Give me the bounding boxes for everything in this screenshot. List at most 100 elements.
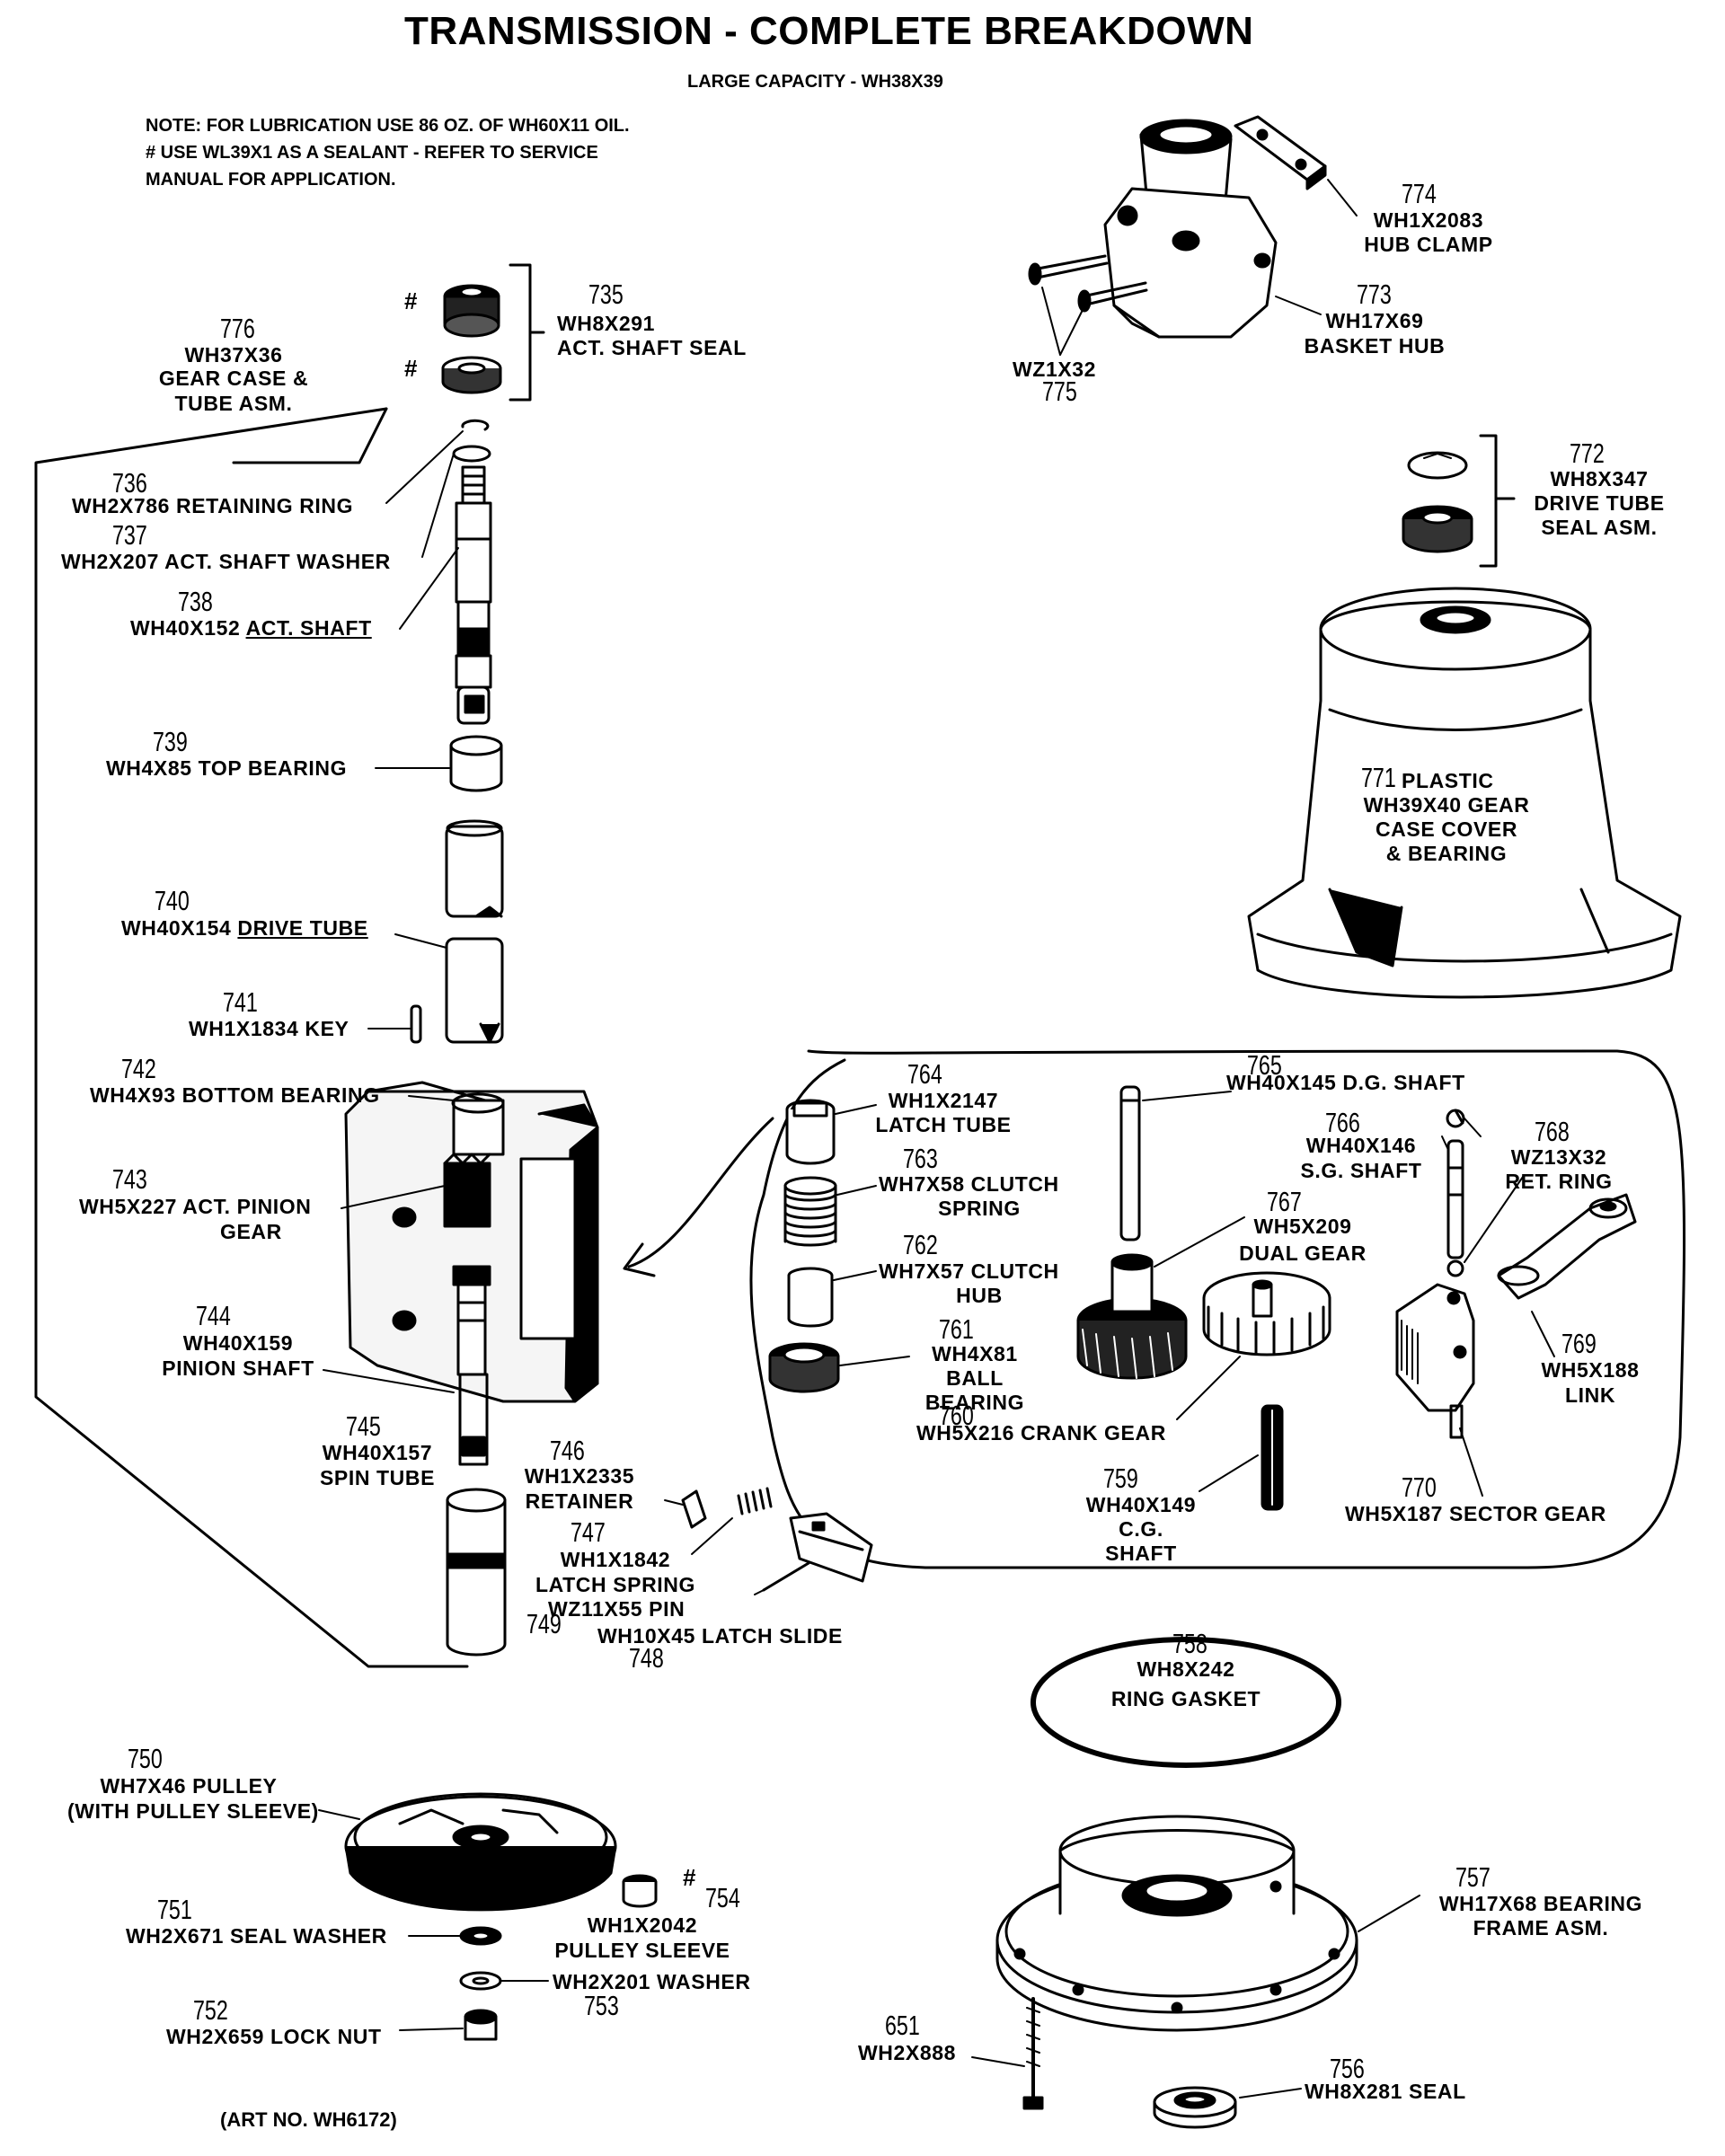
screw-651-part [1022, 1997, 1044, 2110]
callout-738-label: WH40X152 ACT. SHAFT [130, 616, 372, 641]
callout-764-label: LATCH TUBE [875, 1113, 1012, 1136]
sector-gear-part [1395, 1283, 1475, 1439]
callout-745-label: WH40X157 [322, 1441, 433, 1464]
page-subtitle: LARGE CAPACITY - WH38X39 [687, 72, 943, 92]
callout-766-number: 766 [1325, 1107, 1360, 1138]
callout-737-number: 737 [112, 519, 147, 551]
callout-651-label: WH2X888 [858, 2041, 957, 2064]
link-part [1497, 1193, 1637, 1300]
gear-case-group-outline [34, 407, 469, 1668]
callout-741-number: 741 [223, 986, 258, 1018]
callout-757-label: WH17X68 BEARING [1438, 1892, 1643, 1915]
callout-740-label: WH40X154 DRIVE TUBE [121, 916, 368, 941]
callout-759-number: 759 [1103, 1462, 1138, 1494]
crank-gear-part [1202, 1271, 1331, 1356]
note-line-1: NOTE: FOR LUBRICATION USE 86 OZ. OF WH60… [146, 116, 630, 136]
callout-769-number: 769 [1561, 1328, 1597, 1359]
retaining-ring-part [461, 419, 490, 431]
act-shaft-washer-part [452, 445, 491, 463]
callout-747-label: LATCH SPRING [535, 1573, 695, 1596]
callout-772-label: SEAL ASM. [1541, 516, 1658, 539]
callout-752-label: WH2X659 LOCK NUT [166, 2025, 382, 2048]
callout-749-label: WZ11X55 PIN [548, 1597, 686, 1621]
act-shaft-seal-part [441, 284, 502, 394]
basket-hub-part [1103, 119, 1278, 339]
callout-758-label: WH8X242 [1137, 1657, 1235, 1681]
pulley-part [344, 1792, 617, 1912]
callout-767-number: 767 [1267, 1186, 1302, 1217]
callout-743-number: 743 [112, 1163, 147, 1195]
callout-735-number: 735 [588, 278, 624, 310]
callout-743-label: GEAR [220, 1220, 282, 1243]
callout-759-label: WH40X149 [1085, 1493, 1197, 1516]
callout-771-label: & BEARING [1385, 842, 1508, 865]
gearset-group-outline [749, 1049, 1686, 1569]
callout-769-label: WH5X188 [1541, 1358, 1640, 1382]
washer-part [459, 1971, 502, 1991]
callout-761-label: WH4X81 [932, 1342, 1018, 1365]
note-line-3: MANUAL FOR APPLICATION. [146, 170, 396, 190]
callout-750-label: (WITH PULLEY SLEEVE) [67, 1799, 319, 1823]
callout-774-number: 774 [1402, 178, 1437, 209]
callout-747-number: 747 [571, 1516, 606, 1548]
drive-tube-part [445, 819, 504, 1044]
spin-tube-part [446, 1488, 507, 1657]
callout-739-label: WH4X85 TOP BEARING [106, 756, 348, 780]
callout-748-label: WH10X45 LATCH SLIDE [597, 1624, 843, 1648]
sealant-mark: # [683, 1864, 696, 1891]
callout-764-label: WH1X2147 [888, 1089, 999, 1112]
pinion-shaft-part [458, 1373, 489, 1466]
callout-772-number: 772 [1570, 437, 1605, 469]
callout-747-label: WH1X1842 [560, 1548, 671, 1571]
callout-770-label: WH5X187 SECTOR GEAR [1345, 1502, 1606, 1525]
callout-766-label: WH40X146 [1305, 1134, 1417, 1157]
callout-736-number: 736 [112, 467, 147, 499]
callout-754-number: 754 [705, 1882, 740, 1913]
callout-767-label: DUAL GEAR [1239, 1241, 1367, 1265]
retainer-part [681, 1489, 707, 1529]
callout-748-number: 748 [629, 1642, 664, 1674]
ring-gasket-part [1031, 1637, 1341, 1768]
sg-shaft-part [1446, 1139, 1464, 1259]
top-bearing-part [449, 735, 503, 792]
callout-770-number: 770 [1402, 1471, 1437, 1503]
callout-774-label: WH1X2083 [1373, 208, 1484, 232]
callout-762-number: 762 [903, 1229, 938, 1260]
callout-738-number: 738 [178, 586, 213, 617]
dual-gear-part [1076, 1253, 1188, 1380]
callout-764-number: 764 [907, 1058, 942, 1090]
clutch-spring-part [783, 1176, 837, 1247]
callout-735-desc: ACT. SHAFT SEAL [557, 336, 747, 359]
dg-shaft-part [1119, 1085, 1141, 1241]
callout-738-part: WH40X152 [130, 616, 241, 640]
gear-case-body [344, 1081, 599, 1403]
callout-757-label: FRAME ASM. [1473, 1916, 1609, 1940]
callout-756-label: WH8X281 SEAL [1305, 2080, 1466, 2103]
callout-761-number: 761 [939, 1313, 974, 1345]
gear-case-cover-part [1247, 587, 1682, 999]
callout-758-number: 758 [1172, 1628, 1208, 1659]
callout-762-label: WH7X57 CLUTCH [879, 1259, 1059, 1283]
callout-651-number: 651 [885, 2010, 920, 2041]
callout-760-label: WH5X216 CRANK GEAR [916, 1421, 1166, 1445]
callout-757-number: 757 [1455, 1861, 1491, 1893]
assembly-arrow [627, 1117, 774, 1268]
lock-nut-part [464, 2009, 498, 2041]
callout-741-label: WH1X1834 KEY [189, 1017, 349, 1040]
callout-771-label: WH39X40 GEAR [1363, 793, 1530, 817]
latch-slide-part [789, 1512, 873, 1583]
hub-clamp-part [1234, 115, 1327, 190]
callout-735-part: WH8X291 [557, 312, 656, 335]
callout-749-number: 749 [526, 1608, 562, 1639]
seal-756-part [1153, 2086, 1237, 2129]
callout-751-number: 751 [157, 1894, 192, 1925]
callout-771-label: CASE COVER [1375, 817, 1518, 841]
callout-772-label: DRIVE TUBE [1534, 491, 1665, 515]
callout-771-number: 771 [1361, 762, 1396, 793]
callout-771-label: PLASTIC [1402, 769, 1494, 792]
callout-750-number: 750 [128, 1743, 163, 1774]
callout-736-label: WH2X786 RETAINING RING [72, 494, 354, 517]
callout-739-number: 739 [153, 726, 188, 757]
callout-759-label: C.G. [1119, 1517, 1163, 1541]
